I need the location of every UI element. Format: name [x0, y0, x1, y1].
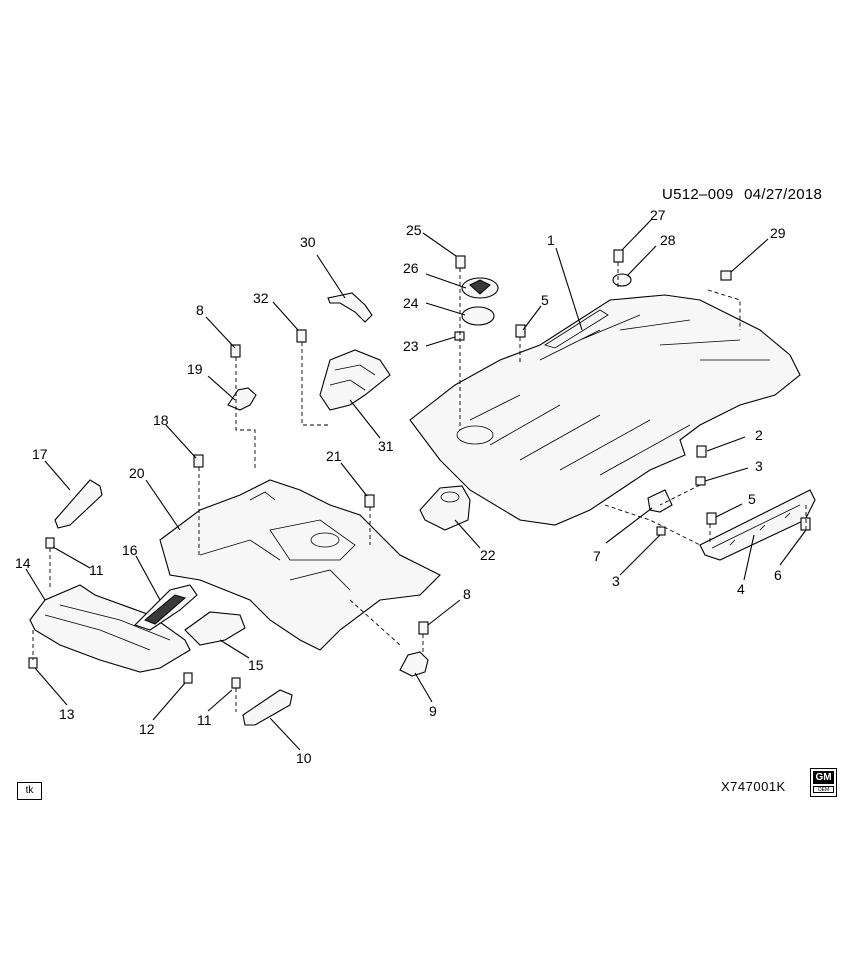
part-15-heat-shield [184, 611, 246, 646]
callout-7: 7 [593, 548, 601, 564]
callout-16: 16 [122, 542, 138, 558]
callout-13: 13 [59, 706, 75, 722]
diagram-code: U512–009 [662, 186, 734, 203]
callout-3a: 3 [755, 458, 763, 474]
callout-18: 18 [153, 412, 169, 428]
part-25-bolt [455, 255, 466, 269]
callout-labels: 1 2 3 3 4 5 5 6 7 8 8 9 10 11 11 12 13 1… [15, 207, 786, 766]
callout-17: 17 [32, 446, 48, 462]
part-8a-bolt [230, 344, 241, 358]
callout-32: 32 [253, 290, 269, 306]
part-7-bracket [647, 489, 673, 513]
callout-12: 12 [139, 721, 155, 737]
part-16-side-guard [133, 584, 198, 631]
diagram-header: U512–009 04/27/2018 [662, 186, 828, 203]
alignment-lines [32, 262, 807, 712]
part-9-clip [399, 651, 429, 677]
part-22-cover [419, 485, 471, 531]
callout-30: 30 [300, 234, 316, 250]
callout-22: 22 [480, 547, 496, 563]
callout-2: 2 [755, 427, 763, 443]
illustration-code: X747001K [721, 779, 786, 794]
callout-20: 20 [129, 465, 145, 481]
part-3a-nut [695, 476, 706, 486]
callout-19: 19 [187, 361, 203, 377]
part-19-clip [227, 387, 257, 411]
diagram-date: 04/27/2018 [744, 186, 823, 203]
callout-26: 26 [403, 260, 419, 276]
part-3b-nut [656, 526, 666, 536]
callout-5b: 5 [748, 491, 756, 507]
part-1-rear-floor-panel [409, 294, 801, 526]
part-31-bracket-assembly [319, 349, 391, 411]
gm-logo-subtext: OEM [813, 786, 834, 793]
artist-initials-box: tk [17, 782, 42, 800]
callout-11b: 11 [197, 712, 212, 728]
part-30-strap [327, 292, 373, 323]
fasteners [28, 249, 811, 689]
callout-15: 15 [248, 657, 264, 673]
callout-29: 29 [770, 225, 786, 241]
callout-9: 9 [429, 703, 437, 719]
part-6-bolt [800, 517, 811, 531]
part-18-bolt [193, 454, 204, 468]
callout-25: 25 [406, 222, 422, 238]
part-29-nut [720, 270, 732, 281]
callout-1: 1 [547, 232, 555, 248]
callout-11a: 11 [89, 562, 104, 578]
part-11b-bolt [231, 677, 241, 689]
callout-21: 21 [326, 448, 342, 464]
part-32-bolt [296, 329, 307, 343]
part-27-bolt [613, 249, 624, 263]
callout-3b: 3 [612, 573, 620, 589]
part-12-bolt [183, 672, 193, 684]
part-21-bolt [364, 494, 375, 508]
gm-logo: GM OEM [810, 768, 837, 797]
part-26-retainer [461, 277, 499, 299]
part-24-seal-ring [461, 306, 495, 326]
callout-28: 28 [660, 232, 676, 248]
part-5b-bolt [706, 512, 717, 525]
callout-8b: 8 [463, 586, 471, 602]
callout-14: 14 [15, 555, 31, 571]
part-20-front-floor-panel [159, 479, 441, 651]
gm-logo-text: GM [813, 771, 834, 784]
callout-24: 24 [403, 295, 419, 311]
callout-6: 6 [774, 567, 782, 583]
part-8b-bolt [418, 621, 429, 635]
callout-31: 31 [378, 438, 394, 454]
part-11a-bolt [45, 537, 55, 549]
callout-23: 23 [403, 338, 419, 354]
leader-lines [25, 219, 807, 751]
part-23-nut [454, 331, 465, 341]
part-10-bracket [242, 689, 293, 726]
part-17-bracket [54, 479, 103, 529]
callout-8a: 8 [196, 302, 204, 318]
part-4-side-rail [699, 489, 816, 561]
part-14-front-shield [29, 584, 191, 673]
callout-10: 10 [296, 750, 312, 766]
part-2-bolt [696, 445, 707, 458]
part-28-washer [612, 273, 632, 287]
callout-4: 4 [737, 581, 745, 597]
callout-5a: 5 [541, 292, 549, 308]
part-5a-bolt [515, 324, 526, 338]
callout-27: 27 [650, 207, 666, 223]
